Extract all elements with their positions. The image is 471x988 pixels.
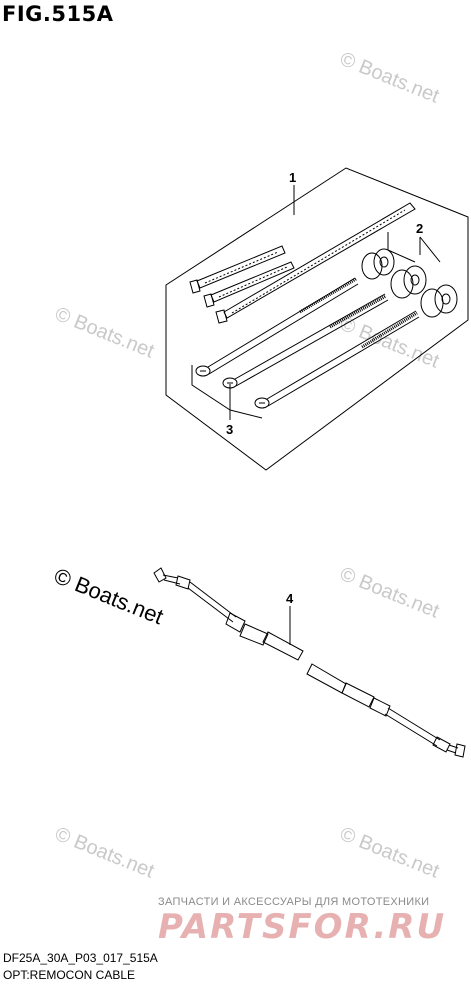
grommet — [420, 284, 458, 318]
remocon-cable-end-lower — [306, 663, 466, 758]
callout-number: 1 — [289, 170, 297, 185]
kit-box-outline — [165, 167, 469, 471]
screw — [222, 293, 389, 389]
figure-caption: OPT:REMOCON CABLE — [3, 968, 136, 982]
cable-tie — [215, 202, 416, 324]
callout-number: 4 — [286, 591, 294, 606]
screw — [195, 277, 359, 377]
callout-leaders — [191, 185, 441, 645]
grommet — [361, 248, 395, 280]
grommet — [390, 265, 427, 299]
remocon-cable-end-upper — [153, 567, 304, 661]
cable-tie — [189, 245, 286, 294]
cable-tie — [203, 261, 295, 308]
reference-code: DF25A_30A_P03_017_515A — [3, 951, 158, 965]
figure-title: FIG.515A — [2, 2, 114, 26]
callout-number: 2 — [416, 221, 424, 236]
promo-logo: PARTSFOR.RU — [158, 907, 447, 947]
screw — [254, 310, 420, 409]
promo-tagline: ЗАПЧАСТИ И АКСЕССУАРЫ ДЛЯ МОТОТЕХНИКИ — [158, 896, 430, 908]
callout-number: 3 — [226, 422, 234, 437]
